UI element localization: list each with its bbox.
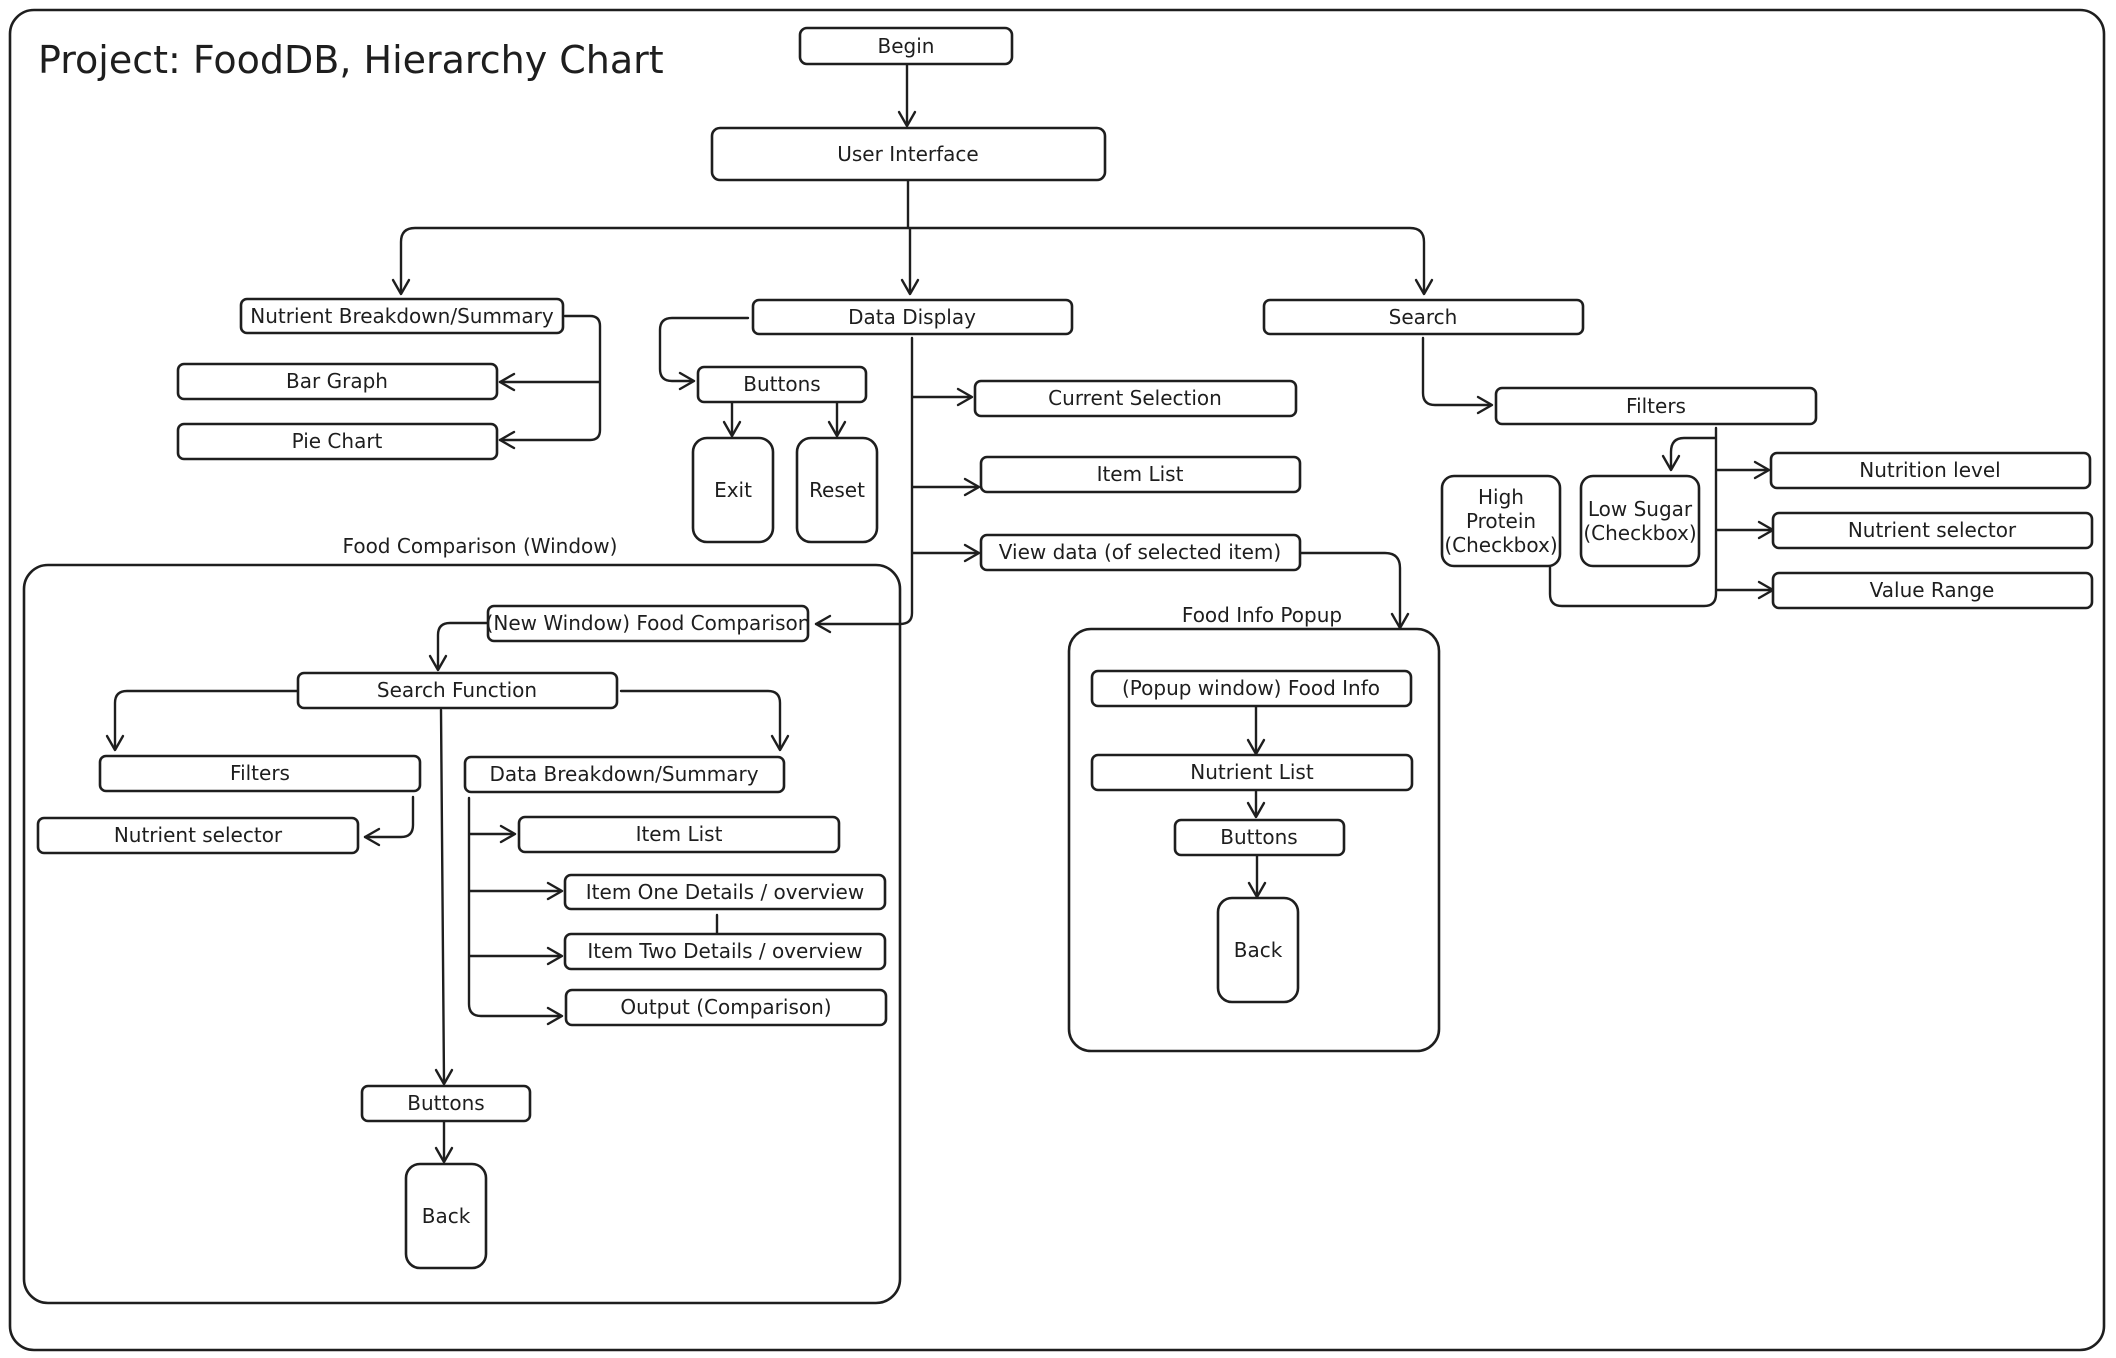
svg-text:Buttons: Buttons (407, 1091, 484, 1115)
svg-text:Back: Back (1234, 938, 1283, 962)
svg-text:Item One Details / overview: Item One Details / overview (586, 880, 864, 904)
svg-text:Protein: Protein (1466, 509, 1536, 533)
node-popup-food-info: (Popup window) Food Info (1090, 669, 1413, 708)
svg-text:Item List: Item List (1097, 462, 1184, 486)
node-search: Search (1262, 298, 1585, 336)
svg-text:(Checkbox): (Checkbox) (1444, 533, 1557, 557)
svg-text:Data Display: Data Display (848, 305, 976, 329)
node-new-window-comparison: (New Window) Food Comparison (486, 604, 811, 643)
svg-text:(Popup window) Food Info: (Popup window) Food Info (1122, 676, 1380, 700)
node-view-data: View data (of selected item) (979, 533, 1302, 572)
svg-text:Bar Graph: Bar Graph (286, 369, 388, 393)
svg-text:Reset: Reset (809, 478, 865, 502)
svg-text:Current Selection: Current Selection (1048, 386, 1222, 410)
svg-text:Value Range: Value Range (1870, 578, 1995, 602)
node-item-one-details: Item One Details / overview (563, 873, 887, 911)
node-item-list-comparison: Item List (517, 815, 841, 854)
node-back-comparison: Back (404, 1162, 488, 1270)
arrowheads (105, 110, 1775, 1164)
node-high-protein: High Protein (Checkbox) (1440, 474, 1562, 568)
svg-text:Nutrient selector: Nutrient selector (1848, 518, 2017, 542)
node-filters-comparison: Filters (98, 754, 422, 793)
svg-text:High: High (1478, 485, 1524, 509)
node-value-range: Value Range (1771, 571, 2094, 610)
outer-frame (8, 8, 2106, 1352)
node-search-function: Search Function (296, 671, 619, 710)
svg-text:View data (of selected item): View data (of selected item) (999, 540, 1281, 564)
node-pie-chart: Pie Chart (176, 422, 499, 461)
node-data-breakdown: Data Breakdown/Summary (463, 755, 786, 794)
svg-text:Filters: Filters (1626, 394, 1686, 418)
node-data-display: Data Display (751, 298, 1074, 336)
node-item-two-details: Item Two Details / overview (563, 932, 887, 971)
node-low-sugar: Low Sugar (Checkbox) (1579, 474, 1701, 568)
svg-text:User Interface: User Interface (837, 142, 978, 166)
node-buttons-comparison: Buttons (360, 1084, 532, 1123)
chart-title: Project: FoodDB, Hierarchy Chart (38, 38, 664, 82)
svg-text:Data Breakdown/Summary: Data Breakdown/Summary (489, 762, 758, 786)
comparison-window-label: Food Comparison (Window) (343, 534, 618, 558)
node-filters-top: Filters (1494, 386, 1818, 426)
svg-text:Back: Back (422, 1204, 471, 1228)
node-buttons-top: Buttons (696, 365, 868, 404)
connectors (113, 62, 1773, 1162)
svg-text:Nutrient selector: Nutrient selector (114, 823, 283, 847)
comparison-window-frame (22, 563, 902, 1305)
node-nutrition-level: Nutrition level (1769, 451, 2092, 490)
popup-frame-label: Food Info Popup (1182, 603, 1342, 627)
svg-text:Buttons: Buttons (1220, 825, 1297, 849)
node-user-interface: User Interface (710, 126, 1107, 182)
svg-text:Output (Comparison): Output (Comparison) (620, 995, 831, 1019)
svg-text:Search Function: Search Function (377, 678, 537, 702)
svg-text:Exit: Exit (714, 478, 752, 502)
popup-frame (1067, 627, 1441, 1053)
node-exit: Exit (691, 436, 775, 544)
node-current-selection: Current Selection (973, 379, 1298, 418)
node-output-comparison: Output (Comparison) (564, 988, 888, 1027)
node-nutrient-breakdown: Nutrient Breakdown/Summary (239, 297, 565, 335)
svg-text:Filters: Filters (230, 761, 290, 785)
node-nutrient-selector-top: Nutrient selector (1771, 511, 2094, 550)
node-buttons-popup: Buttons (1173, 818, 1346, 857)
svg-text:Item Two Details / overview: Item Two Details / overview (587, 939, 862, 963)
svg-text:Begin: Begin (878, 34, 935, 58)
svg-text:Nutrition level: Nutrition level (1859, 458, 2000, 482)
svg-text:Nutrient Breakdown/Summary: Nutrient Breakdown/Summary (250, 304, 554, 328)
node-back-popup: Back (1216, 896, 1300, 1004)
node-bar-graph: Bar Graph (176, 362, 499, 401)
svg-text:(Checkbox): (Checkbox) (1583, 521, 1696, 545)
node-item-list-top: Item List (979, 455, 1302, 494)
node-nutrient-list: Nutrient List (1090, 753, 1414, 792)
svg-text:Search: Search (1389, 305, 1458, 329)
node-nutrient-selector-comparison: Nutrient selector (36, 816, 360, 855)
svg-text:Item List: Item List (636, 822, 723, 846)
svg-text:Buttons: Buttons (743, 372, 820, 396)
node-begin: Begin (798, 26, 1014, 66)
svg-text:Low Sugar: Low Sugar (1588, 497, 1693, 521)
svg-text:(New Window) Food Comparison: (New Window) Food Comparison (486, 611, 811, 635)
node-reset: Reset (795, 436, 879, 544)
svg-text:Pie Chart: Pie Chart (292, 429, 383, 453)
svg-text:Nutrient List: Nutrient List (1190, 760, 1314, 784)
